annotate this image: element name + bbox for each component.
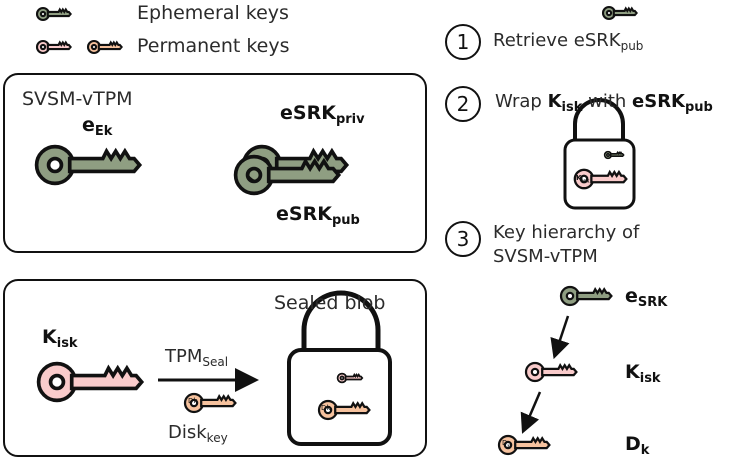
legend-ephemeral-key-icon (35, 6, 72, 22)
disk-key-dk-tag: Dk (188, 397, 198, 405)
legend-permanent-label: Permanent keys (137, 35, 290, 57)
legend-ephemeral-label: Ephemeral keys (137, 2, 289, 24)
step-3-label-line1: Key hierarchy of (493, 222, 640, 243)
legend-permanent-key-pink-icon (35, 39, 72, 55)
wrap-lock-icon (563, 98, 636, 210)
tpm-seal-label: TPMSeal (165, 346, 229, 369)
step-3-label-line2: SVSM-vTPM (493, 246, 598, 267)
blob-dk-tag: Dk (321, 404, 331, 412)
vtpm-box (3, 73, 427, 253)
hierarchy-arrow-2 (520, 391, 542, 434)
hierarchy-dk-label: Dk (625, 433, 650, 458)
step-2-label: Wrap Kisk with eSRKpub (495, 91, 713, 115)
k-isk-key-icon (36, 361, 144, 403)
hierarchy-k-isk-key-icon (524, 361, 578, 383)
e-ek-key-icon (34, 144, 142, 186)
hierarchy-esrk-key-icon (559, 285, 613, 307)
hierarchy-esrk-label: eSRK (625, 285, 668, 310)
hierarchy-k-isk-label: Kisk (625, 361, 661, 386)
legend-permanent-key-orange-icon (86, 39, 123, 55)
k-isk-label: Kisk (42, 326, 78, 351)
step-1-number: 1 (445, 24, 481, 60)
esrk-pub-label: eSRKpub (276, 203, 360, 228)
disk-key-label: Diskkey (168, 422, 228, 445)
blob-box (3, 279, 427, 457)
wrap-lock-k-tag: Kisk (576, 174, 590, 185)
sealed-blob-lock-icon (287, 290, 392, 446)
hierarchy-arrow-1 (550, 315, 570, 360)
sealed-blob-title: Sealed blob (274, 292, 386, 314)
hierarchy-dk-tag: Dk (502, 439, 511, 450)
step-1-label: Retrieve eSRKpub (493, 30, 644, 53)
e-ek-label: eEk (82, 114, 113, 139)
step-2-number: 2 (445, 86, 481, 122)
step-3-number: 3 (445, 221, 481, 257)
vtpm-box-title: SVSM-vTPM (22, 88, 133, 110)
retrieve-esrk-key-icon (601, 5, 638, 21)
esrk-priv-label: eSRKpriv (280, 102, 365, 127)
